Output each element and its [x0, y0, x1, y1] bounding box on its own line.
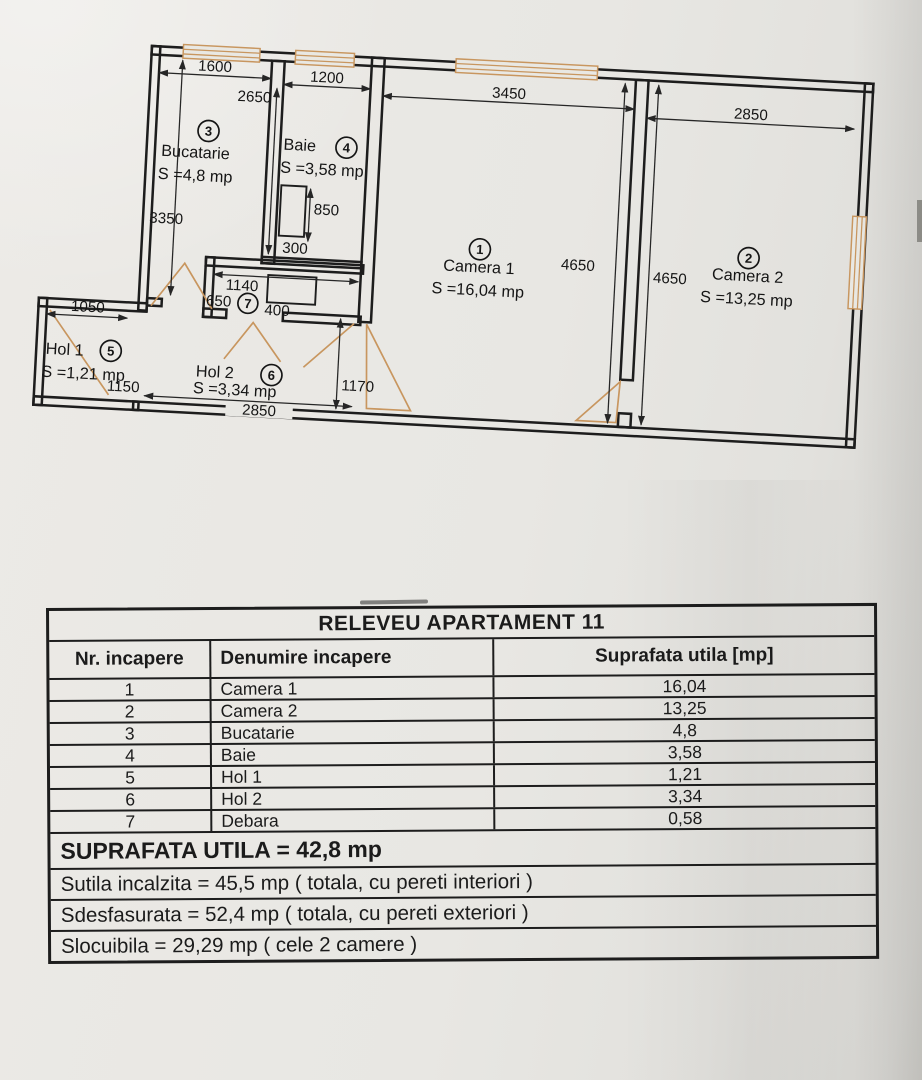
- cell-name: Camera 2: [211, 699, 495, 721]
- dim-2850-camera2: 2850: [734, 106, 769, 125]
- dim-650: 650: [205, 292, 231, 310]
- cell-nr: 3: [49, 722, 212, 744]
- dimension-labels: 1600 2650 1200 3450 2850 3350 4650 4650 …: [70, 58, 769, 421]
- cell-area: 3,58: [667, 741, 702, 763]
- cell-name: Camera 1: [211, 677, 495, 699]
- summary-suprafata-utila: SUPRAFATA UTILA = 42,8 mp: [50, 828, 876, 870]
- room-name-hol2: Hol 2: [195, 362, 234, 382]
- dim-400: 400: [264, 302, 290, 320]
- header-nr-incapere: Nr. incapere: [49, 640, 212, 678]
- cell-area: 13,25: [662, 697, 707, 719]
- cell-name: Debara: [212, 809, 496, 831]
- room-name-camera1: Camera 1: [443, 257, 515, 279]
- window-baie: [294, 49, 356, 68]
- svg-text:7: 7: [244, 296, 252, 311]
- cell-nr: 1: [49, 678, 212, 700]
- header-denumire-incapere: Denumire incapere: [211, 639, 495, 677]
- summary-sdesfasurata: Sdesfasurata = 52,4 mp ( totala, cu pere…: [50, 895, 876, 932]
- room-area-camera1: S =16,04 mp: [431, 279, 525, 302]
- svg-text:2: 2: [745, 251, 753, 266]
- table-header-row: Nr. incapere Denumire incapere Suprafata…: [49, 636, 875, 680]
- summary-slocuibila: Slocuibila = 29,29 mp ( cele 2 camere ): [60, 932, 418, 958]
- room-name-bucatarie: Bucatarie: [161, 142, 231, 164]
- dimension-lines: [45, 59, 856, 426]
- cell-area: 4,8: [672, 720, 697, 741]
- door-camera2: [573, 379, 622, 424]
- room-area-camera2: S =13,25 mp: [700, 288, 794, 311]
- svg-text:1: 1: [476, 242, 484, 257]
- cell-name: Hol 1: [211, 765, 496, 787]
- door-camera1: [365, 323, 412, 412]
- window-camera1: [454, 58, 599, 81]
- cell-nr: 6: [50, 788, 213, 810]
- room-area-baie: S =3,58 mp: [280, 159, 364, 181]
- door-swings: [49, 261, 622, 424]
- dim-4650-camera1: 4650: [561, 256, 596, 275]
- svg-text:3: 3: [204, 124, 212, 139]
- cell-nr: 2: [49, 700, 212, 722]
- dim-2850-hol2: 2850: [242, 402, 277, 421]
- dim-1200: 1200: [310, 69, 345, 88]
- dim-300: 300: [282, 240, 308, 258]
- cell-area: 3,34: [668, 785, 703, 807]
- door-debara: [223, 321, 282, 363]
- dim-4650-camera2: 4650: [652, 270, 687, 289]
- cell-area: 0,58: [668, 807, 703, 829]
- room-area-bucatarie: S =4,8 mp: [157, 165, 232, 187]
- svg-text:6: 6: [267, 368, 275, 383]
- dim-850: 850: [313, 201, 339, 219]
- baie-duct: [277, 184, 308, 238]
- room-number-circle-hol1: [99, 339, 123, 363]
- summary-sutila-incalzita: Sutila incalzita = 45,5 mp ( totala, cu …: [50, 864, 876, 901]
- room-number-circle-bucatarie: [197, 119, 220, 143]
- dim-2650: 2650: [237, 88, 272, 107]
- cell-name: Hol 2: [212, 787, 496, 809]
- dim-1050: 1050: [70, 298, 105, 317]
- window-camera2: [847, 215, 868, 311]
- room-number-circle-hol2: [260, 363, 283, 387]
- room-name-hol1: Hol 1: [45, 340, 84, 360]
- dim-3350: 3350: [149, 210, 184, 229]
- room-number-circle-debara: [237, 292, 259, 315]
- header-suprafata-utila: Suprafata utila [mp]: [595, 644, 774, 667]
- svg-text:5: 5: [107, 343, 115, 358]
- cell-nr: 7: [50, 810, 213, 832]
- dim-1600: 1600: [198, 58, 233, 77]
- svg-text:4: 4: [342, 140, 351, 155]
- room-name-camera2: Camera 2: [712, 265, 784, 287]
- window-bucatarie: [182, 43, 261, 63]
- floor-plan: 1600 2650 1200 3450 2850 3350 4650 4650 …: [31, 43, 875, 449]
- scan-edge-mark: [917, 200, 922, 242]
- door-hol2-leaf: [302, 323, 355, 368]
- room-number-circle-baie: [335, 136, 358, 160]
- dim-3450: 3450: [492, 84, 527, 103]
- dim-1140: 1140: [225, 277, 259, 296]
- exterior-walls: [31, 44, 875, 449]
- room-number-circle-camera1: [468, 237, 492, 261]
- cell-name: Baie: [211, 743, 495, 765]
- room-number-circle-camera2: [737, 246, 760, 270]
- cell-area: 1,21: [667, 763, 703, 785]
- cell-nr: 5: [49, 766, 213, 788]
- room-labels: 3 Bucatarie S =4,8 mp Baie 4 S =3,58 mp …: [41, 119, 794, 401]
- room-area-hol2: S =3,34 mp: [192, 379, 276, 401]
- dim-1150: 1150: [106, 378, 140, 397]
- dim-1170: 1170: [341, 377, 375, 396]
- cell-area: 16,04: [662, 675, 707, 697]
- cell-name: Bucatarie: [211, 721, 495, 743]
- apartment-table: RELEVEU APARTAMENT 11 Nr. incapere Denum…: [46, 602, 880, 964]
- table-title: RELEVEU APARTAMENT 11: [49, 605, 875, 642]
- cell-nr: 4: [49, 744, 212, 766]
- scan-smudge: [359, 599, 429, 605]
- room-area-hol1: S =1,21 mp: [41, 363, 125, 385]
- room-name-baie: Baie: [283, 136, 316, 156]
- door-hol1: [49, 309, 110, 396]
